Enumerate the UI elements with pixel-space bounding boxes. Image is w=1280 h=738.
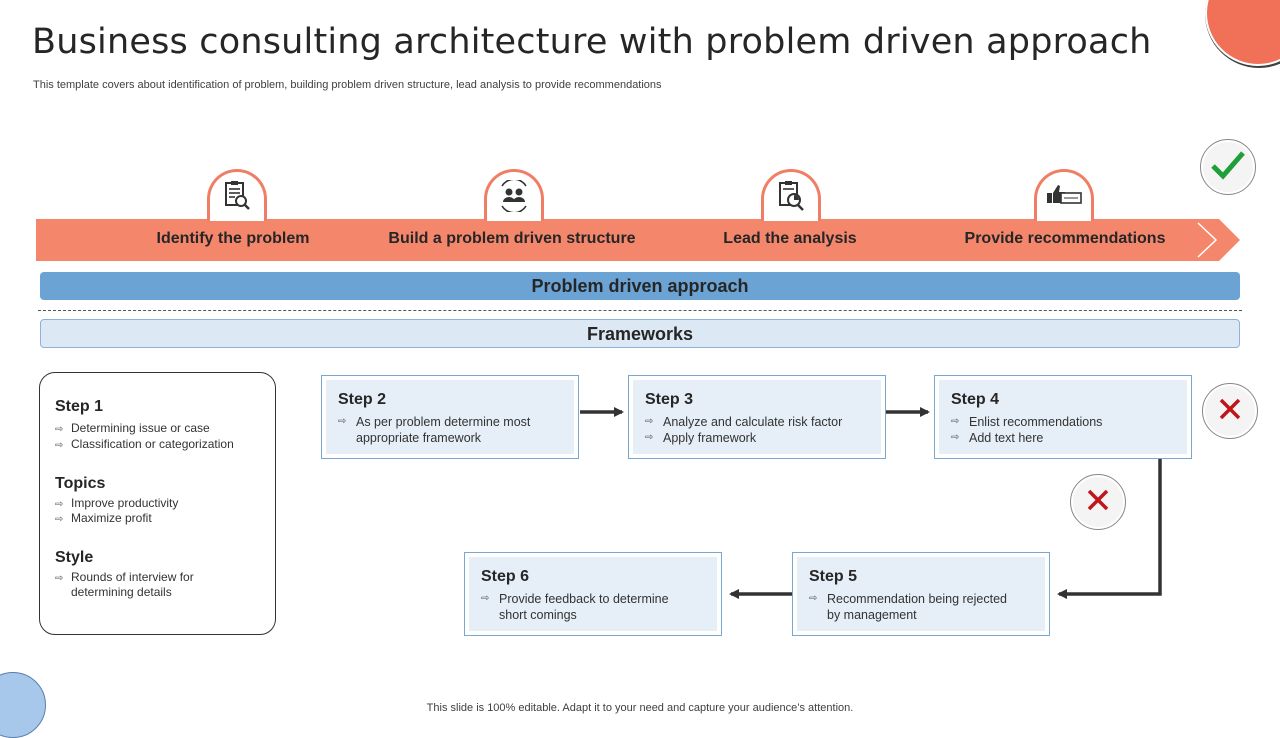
stage-label-build: Build a problem driven structure (388, 230, 636, 247)
step-5-box: Step 5 ⇨Recommendation being rejected by… (792, 552, 1050, 636)
arrow-bullet-icon: ⇨ (951, 432, 960, 443)
step-6-desc: ⇨Provide feedback to determine short com… (481, 592, 669, 622)
clipboard-search-icon (221, 175, 253, 218)
step-3-box: Step 3 ⇨Analyze and calculate risk facto… (628, 375, 886, 459)
page-title: Business consulting architecture with pr… (32, 22, 1152, 62)
style-item: determining details (71, 585, 172, 599)
page-subtitle: This template covers about identificatio… (33, 79, 662, 91)
topics-item: ⇨Improve productivity (55, 496, 179, 510)
step-5-title: Step 5 (809, 568, 858, 585)
step-2-box: Step 2 ⇨As per problem determine most ap… (321, 375, 579, 459)
step-5-desc: ⇨Recommendation being rejected by manage… (809, 592, 1007, 622)
stage-4-icon-holder (1034, 169, 1094, 221)
stage-label-identify: Identify the problem (156, 230, 310, 247)
approach-bar: Problem driven approach (40, 272, 1240, 300)
step-3-desc: ⇨Analyze and calculate risk factor ⇨Appl… (645, 415, 843, 445)
arrow-bullet-icon: ⇨ (55, 499, 64, 510)
arrow-bullet-icon: ⇨ (55, 424, 64, 435)
thumbs-up-recommendation-icon (1045, 177, 1083, 216)
cross-icon (1086, 488, 1110, 517)
footer-note: This slide is 100% editable. Adapt it to… (426, 702, 854, 714)
flow-connectors (580, 407, 1162, 599)
step-6-box: Step 6 ⇨Provide feedback to determine sh… (464, 552, 722, 636)
check-badge (1200, 139, 1256, 195)
step1-item: ⇨Determining issue or case (55, 421, 210, 435)
step-2-title: Step 2 (338, 391, 387, 408)
cross-icon (1218, 397, 1242, 426)
cross-badge-middle (1070, 474, 1126, 530)
arrow-bullet-icon: ⇨ (645, 432, 654, 443)
arrow-step4-to-step5 (1057, 459, 1162, 599)
step1-heading: Step 1 (55, 398, 104, 415)
topics-heading: Topics (55, 475, 106, 492)
step-3-title: Step 3 (645, 391, 694, 408)
step-6-title: Step 6 (481, 568, 530, 585)
report-analysis-icon (775, 175, 807, 218)
arrow-bullet-icon: ⇨ (338, 416, 347, 427)
team-cycle-icon (497, 176, 531, 217)
step-4-desc: ⇨Enlist recommendations ⇨Add text here (951, 415, 1103, 445)
stage-3-icon-holder (761, 169, 821, 221)
style-heading: Style (55, 549, 94, 566)
step1-item: ⇨Classification or categorization (55, 437, 234, 451)
stage-1-icon-holder (207, 169, 267, 221)
arrow-bullet-icon: ⇨ (55, 514, 64, 525)
arrow-bullet-icon: ⇨ (809, 593, 818, 604)
step-4-box: Step 4 ⇨Enlist recommendations ⇨Add text… (934, 375, 1192, 459)
arrow-bullet-icon: ⇨ (481, 593, 490, 604)
frameworks-bar: Frameworks (40, 319, 1240, 348)
left-info-panel: Step 1 ⇨Determining issue or case ⇨Class… (39, 372, 276, 635)
topics-item: ⇨Maximize profit (55, 511, 152, 525)
step-2-desc: ⇨As per problem determine most appropria… (338, 415, 531, 445)
process-arrow-banner (36, 219, 1240, 261)
arrow-bullet-icon: ⇨ (951, 416, 960, 427)
stage-label-recommendations: Provide recommendations (964, 230, 1166, 247)
arrow-bullet-icon: ⇨ (55, 440, 64, 451)
arrow-bullet-icon: ⇨ (55, 573, 64, 584)
cross-badge-top (1202, 383, 1258, 439)
checkmark-icon (1210, 149, 1246, 186)
arrow-bullet-icon: ⇨ (645, 416, 654, 427)
stage-label-analysis: Lead the analysis (723, 230, 857, 247)
stage-2-icon-holder (484, 169, 544, 221)
step-4-title: Step 4 (951, 391, 1000, 408)
divider-dashed (38, 310, 1242, 311)
style-item: ⇨Rounds of interview for (55, 570, 194, 584)
